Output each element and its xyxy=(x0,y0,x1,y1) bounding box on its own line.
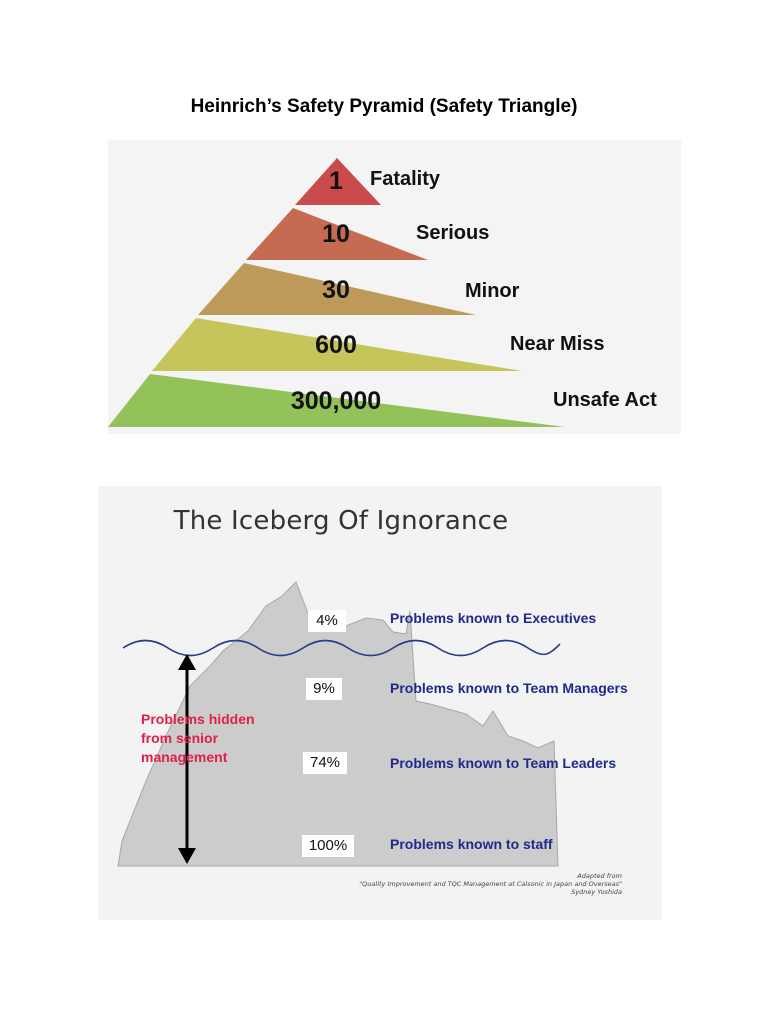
safety-pyramid-graphic: 1 10 30 600 300,000 Fatality Serious Min… xyxy=(108,158,657,427)
percent-team-leaders: 74% xyxy=(303,752,347,774)
waterline xyxy=(122,639,561,657)
tier-label-minor: Minor xyxy=(465,280,520,302)
credit-line-source: "Quality Improvement and TQC Management … xyxy=(359,880,622,888)
tier-count-serious: 10 xyxy=(322,220,350,248)
depth-arrow-down-head xyxy=(178,848,196,864)
pyramid-tier-serious xyxy=(246,208,428,260)
percent-team-managers: 9% xyxy=(306,678,342,700)
level-label-executives: Problems known to Executives xyxy=(390,610,597,626)
page-title: Heinrich’s Safety Pyramid (Safety Triang… xyxy=(190,96,578,117)
tier-label-serious: Serious xyxy=(416,222,489,244)
pyramid-tier-unsafe-act xyxy=(108,374,565,427)
iceberg-graphic xyxy=(117,581,561,867)
tier-label-unsafe-act: Unsafe Act xyxy=(553,389,657,411)
hidden-problems-note: Problems hidden from senior management xyxy=(141,711,255,765)
iceberg-diagram xyxy=(98,486,662,920)
percent-executives: 4% xyxy=(308,610,346,632)
safety-pyramid: 1 10 30 600 300,000 Fatality Serious Min… xyxy=(108,140,681,434)
credit-line-author: Sydney Yoshida xyxy=(571,888,622,896)
tier-count-near-miss: 600 xyxy=(315,331,357,359)
credit-line-adapted: Adapted from xyxy=(577,872,622,880)
iceberg-title: The Iceberg Of Ignorance xyxy=(173,506,509,536)
pyramid-tier-near-miss xyxy=(152,318,522,371)
level-label-team-leaders: Problems known to Team Leaders xyxy=(390,755,617,771)
pyramid-tier-fatality xyxy=(295,158,381,205)
tier-label-fatality: Fatality xyxy=(370,168,441,190)
percent-staff: 100% xyxy=(302,835,354,857)
tier-count-unsafe-act: 300,000 xyxy=(291,387,381,415)
iceberg-shape xyxy=(117,581,559,867)
level-label-staff: Problems known to staff xyxy=(390,836,553,852)
depth-arrow-up-head xyxy=(178,654,196,670)
level-label-team-managers: Problems known to Team Managers xyxy=(390,680,628,696)
pyramid-tier-minor xyxy=(198,263,476,315)
tier-count-fatality: 1 xyxy=(329,167,343,195)
source-credit: Adapted from "Quality Improvement and TQ… xyxy=(322,872,622,896)
tier-count-minor: 30 xyxy=(322,276,350,304)
tier-label-near-miss: Near Miss xyxy=(510,333,605,355)
